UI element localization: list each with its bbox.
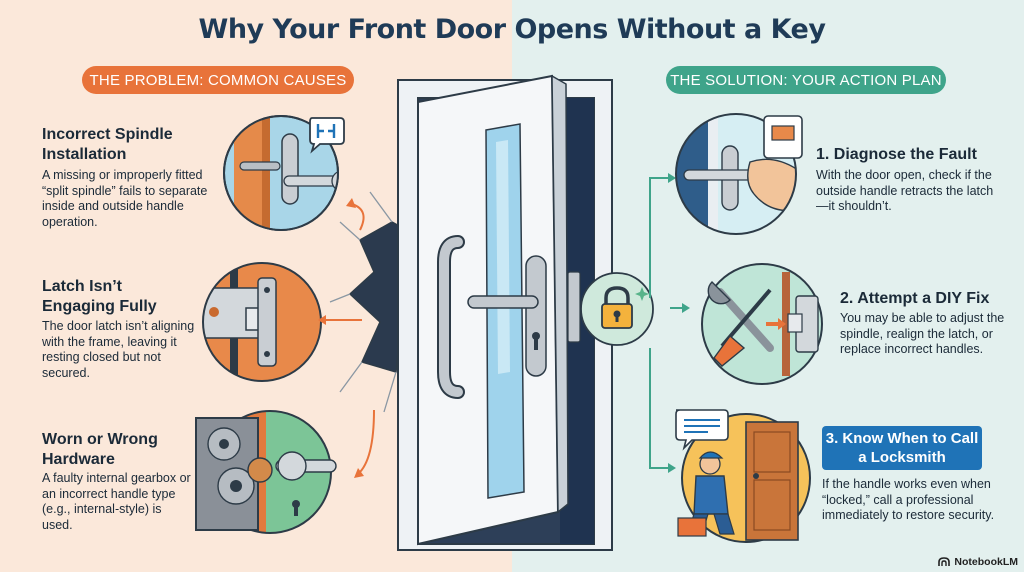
cause-2-desc: The door latch isn’t aligning with the f… [42,319,195,380]
step-2-desc: You may be able to adjust the spindle, r… [840,311,1005,356]
cause-1-title: Incorrect Spindle Installation [42,126,173,163]
diagnose-illustration [675,113,803,235]
notebooklm-watermark: NotebookLM [938,556,1018,568]
problem-header: THE PROBLEM: COMMON CAUSES [82,66,354,94]
cause-2-title: Latch Isn’t Engaging Fully [42,278,157,315]
step-3-title: 3. Know When to Call a Locksmith [822,426,982,470]
padlock-icon [580,272,654,346]
locksmith-illustration [675,409,811,543]
solution-header: THE SOLUTION: YOUR ACTION PLAN [666,66,946,94]
tools-illustration [701,263,823,385]
latch-illustration [202,262,322,382]
cause-3-desc: A faulty internal gearbox or an incorrec… [42,471,191,532]
spindle-illustration [223,115,339,231]
connector-arrows-right [649,173,690,473]
front-door-illustration [329,74,613,551]
step-1-desc: With the door open, check if the outside… [816,168,994,213]
step-3-desc: If the handle works even when “locked,” … [822,477,995,522]
cause-3-title: Worn or Wrong Hardware [42,431,158,468]
gearbox-illustration [195,410,337,534]
connector-arrows-left [318,198,375,478]
spindle-speech-bubble-icon [309,117,345,154]
step-2-title: 2. Attempt a DIY Fix [840,290,990,307]
cause-1-desc: A missing or improperly fitted “split sp… [42,168,208,229]
notebooklm-logo-icon [938,557,951,566]
page-title: Why Your Front Door Opens Without a Key [198,14,826,45]
step-1-title: 1. Diagnose the Fault [816,146,977,163]
watermark-label: NotebookLM [954,556,1018,568]
